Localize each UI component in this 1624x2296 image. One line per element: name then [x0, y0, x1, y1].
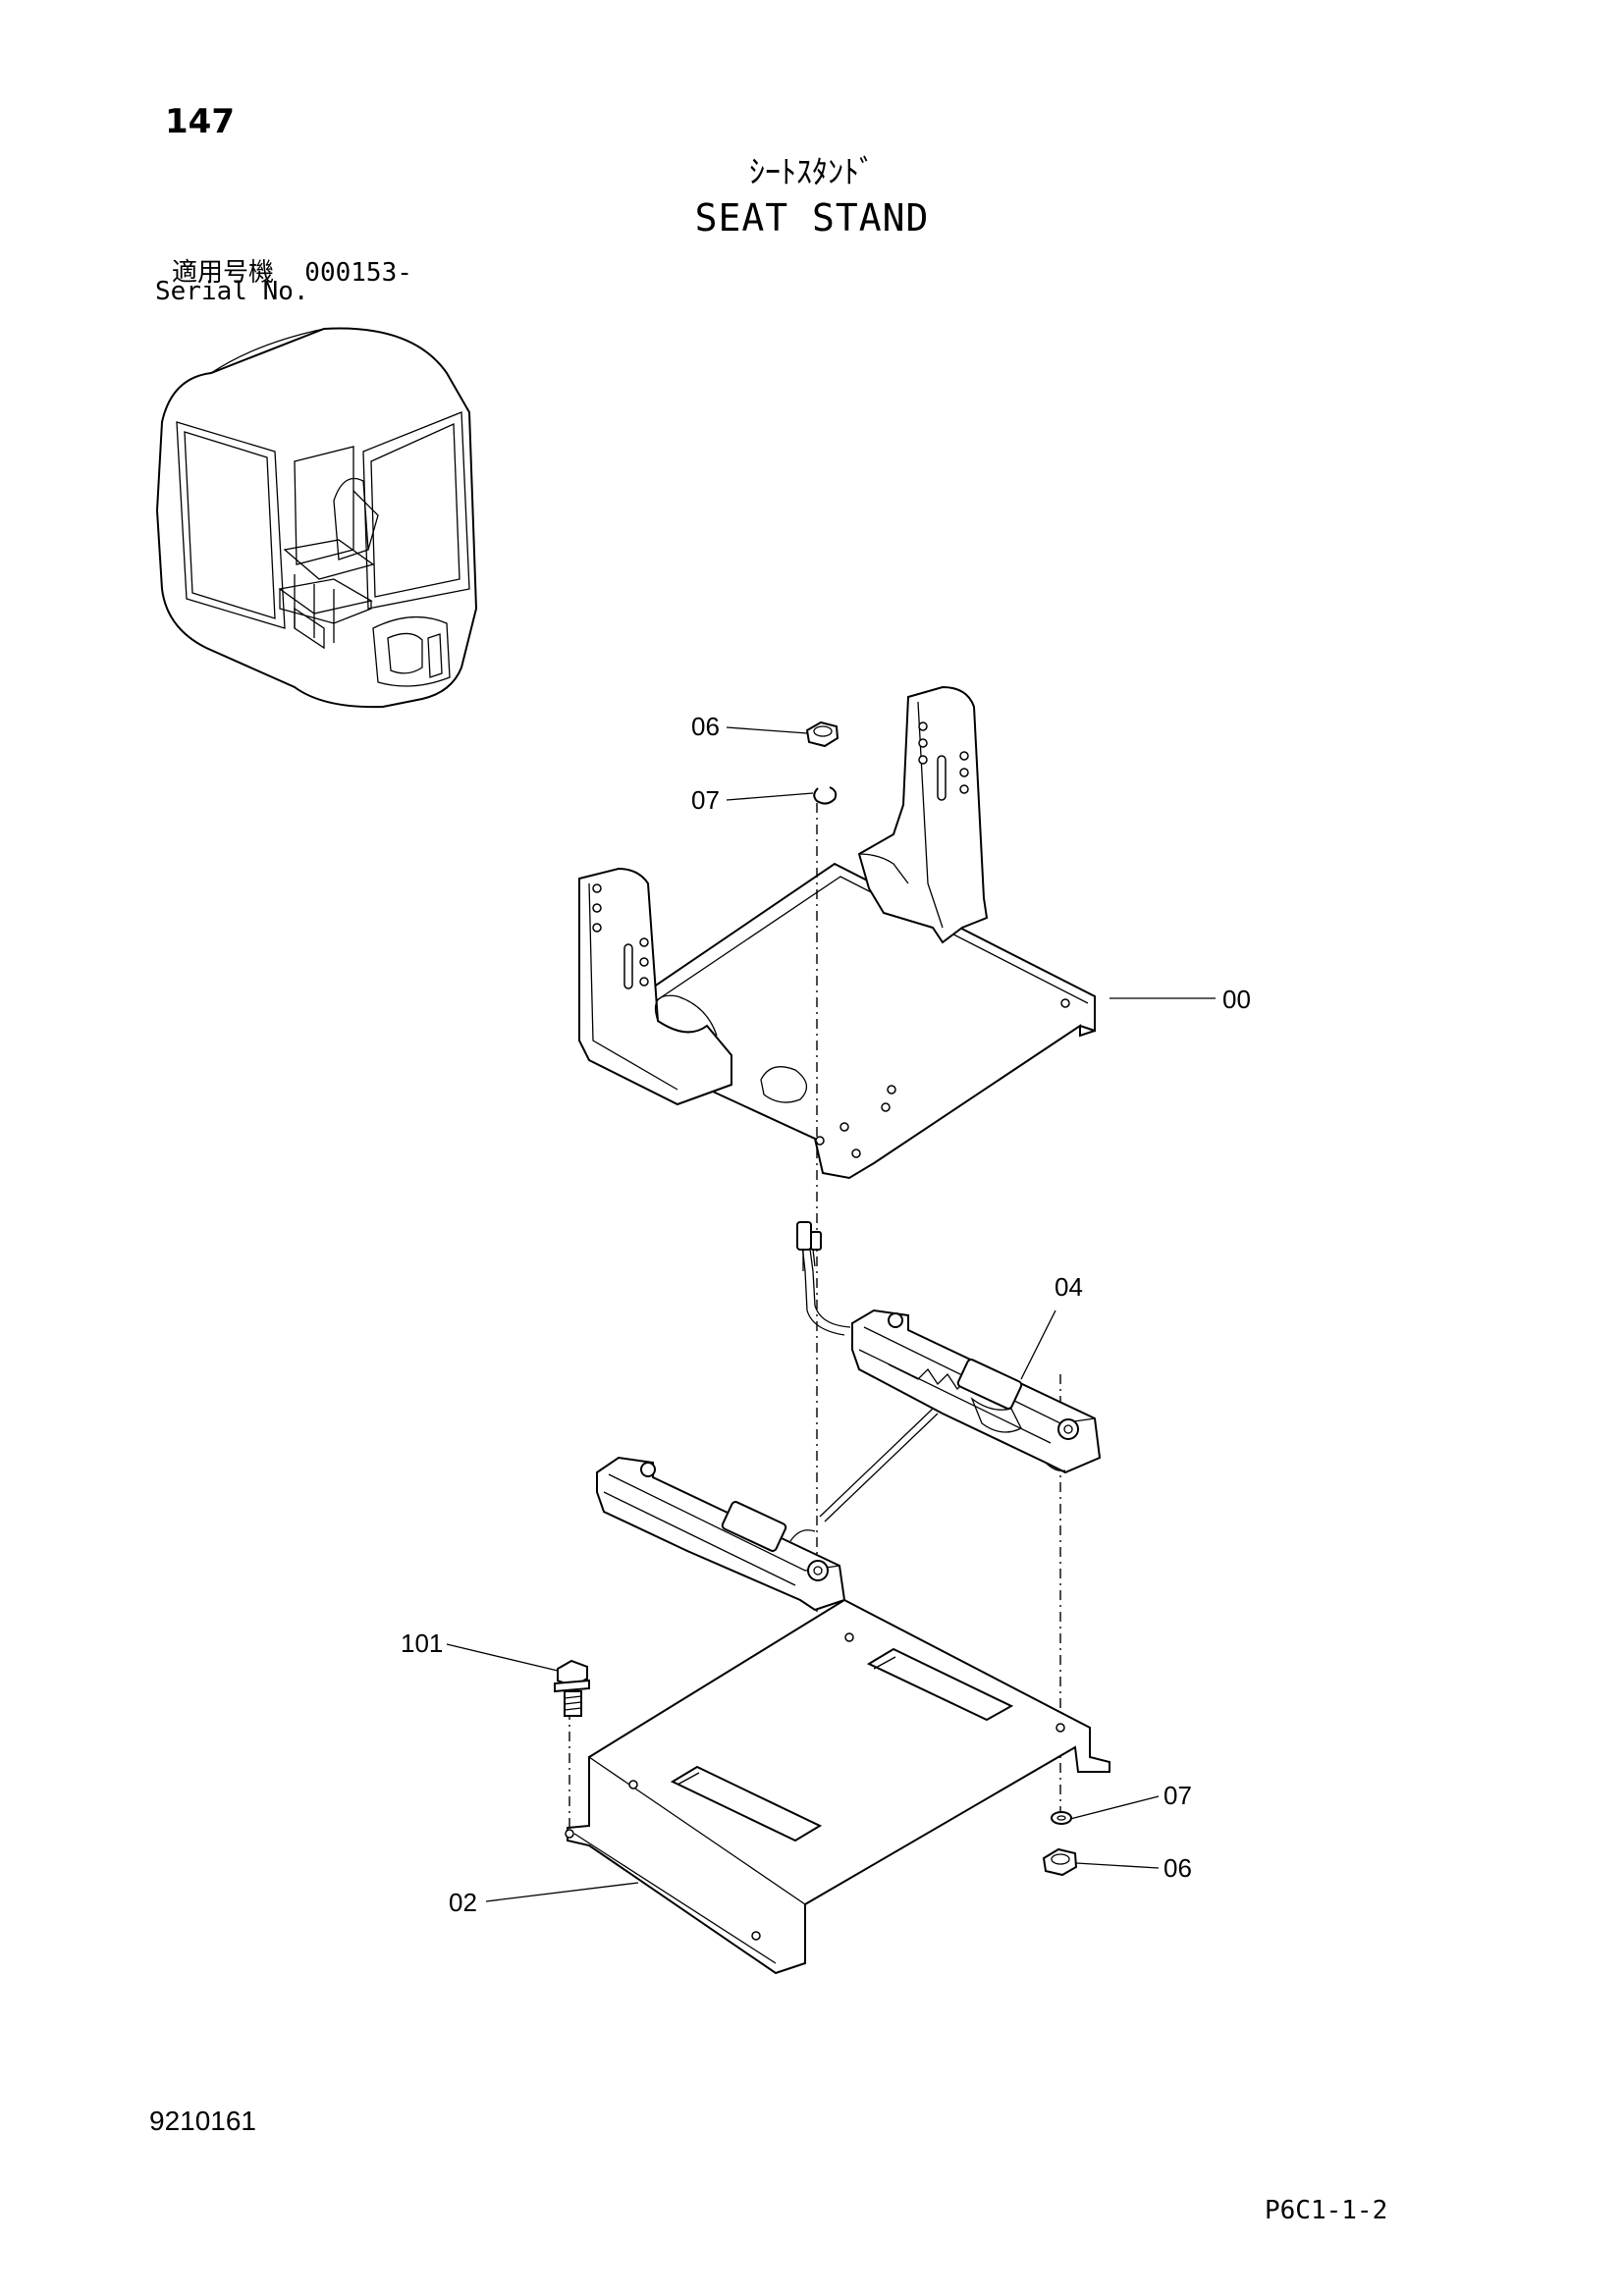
page-number: 147	[165, 102, 235, 141]
part-07-washer-top	[813, 786, 838, 805]
leader-lines	[446, 726, 1216, 1902]
callout-06-bottom: 06	[1164, 1853, 1192, 1883]
cab-locator-illustration	[155, 327, 478, 709]
callout-07-bottom: 07	[1164, 1781, 1192, 1810]
callout-02: 02	[449, 1888, 477, 1917]
serial-label-japanese: 適用号機 000153-	[172, 258, 412, 288]
title-japanese: ｼｰﾄｽﾀﾝﾄﾞ	[748, 153, 875, 190]
callout-04: 04	[1055, 1272, 1083, 1302]
part-06-nut-bottom	[1042, 1847, 1078, 1877]
callout-101: 101	[401, 1629, 443, 1658]
part-04-seat-slide-rail-left	[596, 1456, 846, 1612]
callout-00: 00	[1222, 985, 1251, 1014]
part-06-nut-top	[805, 721, 839, 748]
part-02-base-plate	[565, 1598, 1110, 1975]
document-number: 9210161	[149, 2106, 257, 2136]
callout-07-top: 07	[691, 785, 720, 815]
page-title: SEAT STAND	[694, 196, 930, 240]
harness-wire	[796, 1221, 939, 1522]
part-04-seat-slide-rail-right	[851, 1308, 1102, 1474]
part-101-bolt	[554, 1659, 590, 1717]
part-00-seat-stand-bracket	[578, 685, 1096, 1180]
serial-label: Serial No.	[155, 277, 309, 306]
part-07-washer-bottom	[1051, 1811, 1072, 1825]
figure-code: P6C1-1-2	[1265, 2196, 1388, 2225]
callout-06-top: 06	[691, 712, 720, 741]
